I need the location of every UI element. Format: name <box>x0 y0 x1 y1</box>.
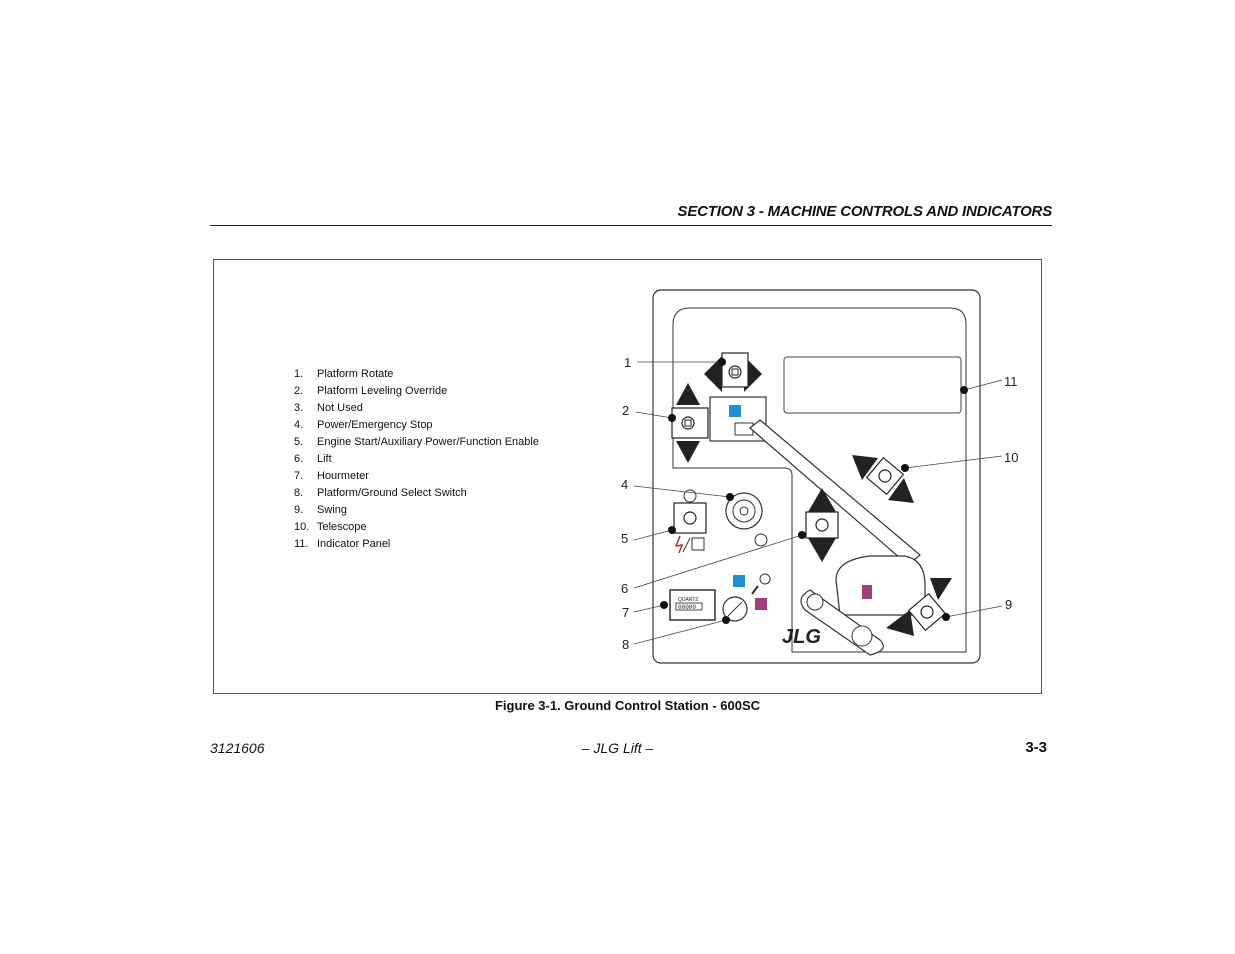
callout-4: 4 <box>621 477 628 492</box>
figure-caption: Figure 3-1. Ground Control Station - 600… <box>494 698 761 713</box>
legend-list: 1. Platform Rotate 2. Platform Leveling Ov… <box>294 366 539 553</box>
footer-center: – JLG Lift – <box>581 740 654 756</box>
legend-label: Indicator Panel <box>317 538 391 550</box>
callout-2: 2 <box>622 403 629 418</box>
hourmeter-brand: QUARTZ <box>678 597 698 603</box>
leader-dots <box>660 358 968 624</box>
legend-num: 10. <box>294 521 310 533</box>
track-wheel-rear <box>851 625 873 647</box>
indicator-panel <box>783 356 962 414</box>
machine-turntable <box>835 555 926 616</box>
page-number: 3-3 <box>1025 739 1047 756</box>
emergency-stop-control <box>683 489 768 547</box>
legend-num: 6. <box>294 453 304 465</box>
legend-num: 11. <box>294 538 309 550</box>
key-symbol-icon <box>754 533 768 547</box>
legend-item: 11. Indicator Panel <box>294 536 539 553</box>
callout-10: 10 <box>1004 450 1018 465</box>
rotate-left-arrow-icon <box>704 356 722 392</box>
legend-item: 4. Power/Emergency Stop <box>294 417 539 434</box>
indicator-lamp-icon <box>759 573 771 585</box>
lift-down-arrow-icon <box>808 538 836 562</box>
doc-number: 3121606 <box>210 740 265 756</box>
swing-control <box>886 578 952 636</box>
legend-label: Engine Start/Auxiliary Power/Function En… <box>317 436 539 448</box>
engine-start-control <box>673 502 707 554</box>
legend-num: 9. <box>294 504 304 516</box>
swing-right-arrow-icon <box>930 578 952 600</box>
boom <box>749 419 921 566</box>
header-rule <box>210 225 1052 226</box>
callout-6: 6 <box>621 581 628 596</box>
legend-item: 2. Platform Leveling Override <box>294 383 539 400</box>
legend-item: 10. Telescope <box>294 519 539 536</box>
legend-label: Not Used <box>317 402 363 414</box>
legend-num: 2. <box>294 385 304 397</box>
aux-power-icon <box>691 537 705 551</box>
platform-select-blue-button <box>733 575 745 587</box>
legend-item: 9. Swing <box>294 502 539 519</box>
legend-label: Power/Emergency Stop <box>317 419 433 431</box>
legend-label: Lift <box>317 453 332 465</box>
section-title: SECTION 3 - MACHINE CONTROLS AND INDICAT… <box>677 203 1053 220</box>
legend-label: Telescope <box>317 521 367 533</box>
lift-up-arrow-icon <box>808 488 836 512</box>
legend-item: 7. Hourmeter <box>294 468 539 485</box>
callout-11: 11 <box>1004 374 1018 389</box>
legend-num: 3. <box>294 402 304 414</box>
telescope-control <box>852 455 914 503</box>
level-down-arrow-icon <box>676 441 700 463</box>
ground-select-magenta-button <box>755 598 767 610</box>
power-symbol-icon <box>683 489 697 503</box>
turntable-magenta-indicator <box>862 585 872 599</box>
legend-num: 5. <box>294 436 304 448</box>
hourmeter-reading: 00000 <box>678 604 696 611</box>
legend-label: Swing <box>317 504 347 516</box>
select-switch-control <box>722 573 771 622</box>
callout-7: 7 <box>622 605 629 620</box>
legend-item: 8. Platform/Ground Select Switch <box>294 485 539 502</box>
leader-lines <box>633 361 1003 645</box>
legend-item: 6. Lift <box>294 451 539 468</box>
figure-frame <box>213 259 1042 694</box>
legend-item: 3. Not Used <box>294 400 539 417</box>
legend-label: Platform Leveling Override <box>317 385 448 397</box>
track-wheel-front <box>806 593 824 611</box>
callout-5: 5 <box>621 531 628 546</box>
legend-item: 5. Engine Start/Auxiliary Power/Function … <box>294 434 539 451</box>
callout-1: 1 <box>624 355 631 370</box>
legend-num: 4. <box>294 419 304 431</box>
platform-rotate-control <box>704 352 762 392</box>
lift-control <box>805 488 839 562</box>
legend-num: 8. <box>294 487 304 499</box>
platform-blue-button <box>729 405 741 417</box>
telescope-in-arrow-icon <box>852 455 878 480</box>
hourmeter: QUARTZ 00000 <box>669 589 716 621</box>
engine-start-lightning-icon <box>674 535 684 554</box>
jlg-logo: JLG <box>782 626 821 648</box>
legend-label: Hourmeter <box>317 470 369 482</box>
callout-9: 9 <box>1005 597 1012 612</box>
legend-num: 1. <box>294 368 304 380</box>
callout-8: 8 <box>622 637 629 652</box>
legend-label: Platform/Ground Select Switch <box>317 487 467 499</box>
panel-decal <box>672 307 967 653</box>
leveling-override-control <box>671 383 709 463</box>
telescope-out-arrow-icon <box>888 478 914 503</box>
level-up-arrow-icon <box>676 383 700 405</box>
legend-label: Platform Rotate <box>317 368 394 380</box>
legend-item: 1. Platform Rotate <box>294 366 539 383</box>
legend-num: 7. <box>294 470 304 482</box>
swing-left-arrow-icon <box>886 610 914 636</box>
ground-control-diagram: JLG QUARTZ 00000 <box>621 289 1018 664</box>
